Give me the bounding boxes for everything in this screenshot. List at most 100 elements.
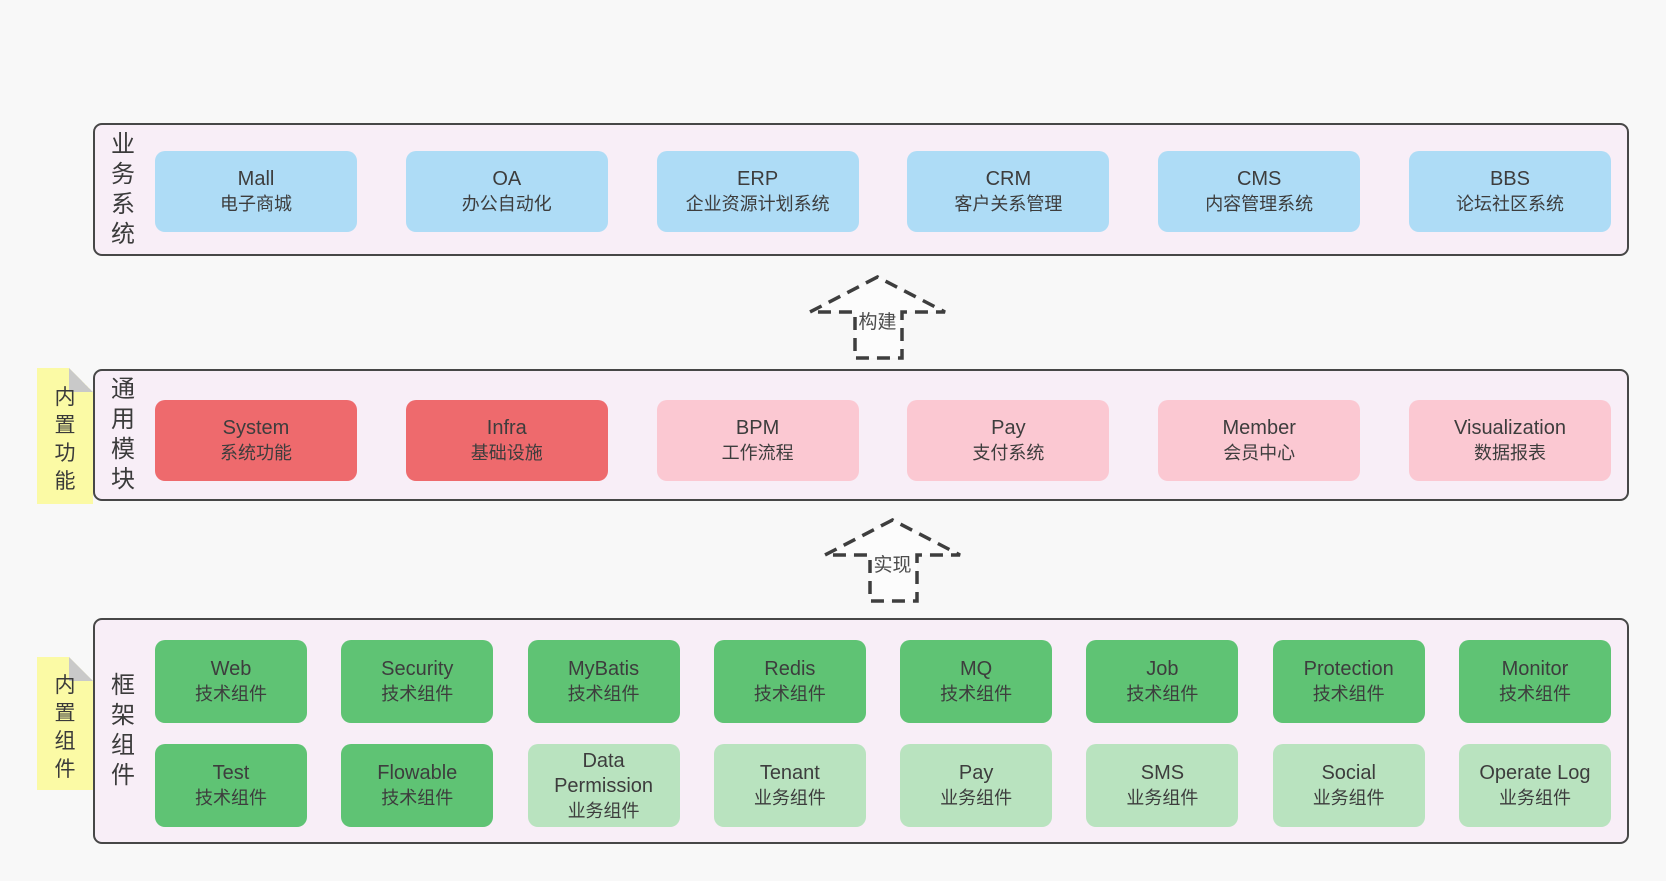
box-data-permission: Data Permission 业务组件 [527,744,680,827]
box-title: BBS [1489,168,1530,190]
box-operate-log: Operate Log 业务组件 [1458,744,1611,827]
box-bpm: BPM 工作流程 [656,400,859,481]
box-subtitle: 技术组件 [1312,684,1385,704]
box-subtitle: 技术组件 [753,684,826,704]
box-social: Social 业务组件 [1272,744,1425,827]
box-subtitle: 业务组件 [753,788,826,808]
sticky-tag-label: 内置功能 [54,386,76,493]
box-subtitle: 会员中心 [1223,443,1296,463]
box-pay-system: Pay 支付系统 [907,400,1110,481]
box-subtitle: 客户关系管理 [954,194,1063,214]
box-subtitle: 技术组件 [1498,684,1571,704]
box-subtitle: 技术组件 [381,788,454,808]
box-protection: Protection 技术组件 [1272,640,1425,723]
box-title: MQ [960,658,993,680]
box-title: Operate Log [1479,762,1591,784]
box-subtitle: 数据报表 [1473,443,1546,463]
box-title: CMS [1236,168,1282,190]
box-subtitle: 工作流程 [721,443,794,463]
sticky-tag-built-in-features: 内置功能 [37,368,93,504]
box-subtitle: 技术组件 [1126,684,1199,704]
layer-common-modules: 通用模块 System 系统功能 Infra 基础设施 BPM 工作流程 Pay… [93,369,1629,501]
box-mall: Mall 电子商城 [155,151,357,232]
box-subtitle: 业务组件 [1498,788,1571,808]
box-tenant: Tenant 业务组件 [713,744,866,827]
box-title: Infra [486,417,527,439]
box-subtitle: 论坛社区系统 [1455,194,1564,214]
sticky-tag-built-in-components: 内置组件 [37,657,93,790]
box-subtitle: 电子商城 [220,194,292,214]
box-title: Social [1321,762,1376,784]
box-title: Redis [764,658,816,680]
box-subtitle: 技术组件 [195,788,267,808]
box-title: CRM [985,168,1032,190]
box-bbs: BBS 论坛社区系统 [1408,151,1611,232]
box-infra: Infra 基础设施 [405,400,608,481]
box-title: Job [1146,658,1179,680]
box-pay-component: Pay 业务组件 [900,744,1053,827]
box-subtitle: 技术组件 [567,684,640,704]
box-subtitle: 业务组件 [940,788,1013,808]
box-security: Security 技术组件 [341,640,494,723]
build-arrow-label: 构建 [856,311,899,334]
box-title: ERP [737,168,779,190]
box-subtitle: 业务组件 [567,800,640,821]
box-oa: OA 办公自动化 [405,151,608,232]
box-title: BPM [735,417,780,439]
box-system: System 系统功能 [155,400,357,481]
implement-arrow: 实现 [822,518,963,604]
box-flowable: Flowable 技术组件 [341,744,494,827]
box-title: Pay [991,417,1026,439]
box-subtitle: 业务组件 [1126,788,1199,808]
build-arrow: 构建 [807,275,948,361]
box-test: Test 技术组件 [155,744,307,827]
box-mq: MQ 技术组件 [900,640,1053,723]
box-title: Tenant [759,762,820,784]
box-subtitle: 办公自动化 [461,194,552,214]
layer-label-business-systems: 业务系统 [111,130,135,248]
box-sms: SMS 业务组件 [1086,744,1239,827]
box-cms: CMS 内容管理系统 [1158,151,1361,232]
box-title: Monitor [1501,658,1569,680]
box-redis: Redis 技术组件 [713,640,866,723]
sticky-tag-label: 内置组件 [54,673,76,781]
layer-label-framework-components: 框架组件 [111,672,135,789]
box-title: MyBatis [568,658,640,680]
box-title: System [222,417,290,439]
box-title: Mall [237,168,275,190]
layer-framework-components: 框架组件 Web 技术组件 Security 技术组件 MyBatis 技术组件… [93,618,1629,844]
box-crm: CRM 客户关系管理 [907,151,1110,232]
biz-components-row: Test 技术组件 Flowable 技术组件 Data Permission … [155,744,1611,827]
box-subtitle: 系统功能 [220,443,292,463]
box-title: Test [212,762,250,784]
box-title: Web [210,658,252,680]
box-web: Web 技术组件 [155,640,307,723]
box-title: Flowable [377,762,458,784]
box-subtitle: 技术组件 [381,684,454,704]
box-mybatis: MyBatis 技术组件 [527,640,680,723]
layer-business-systems: 业务系统 Mall 电子商城 OA 办公自动化 ERP 企业资源计划系统 CRM… [93,123,1629,256]
implement-arrow-label: 实现 [871,554,914,577]
box-title: Member [1222,417,1296,439]
box-subtitle: 技术组件 [940,684,1013,704]
box-title: Protection [1303,658,1394,680]
box-subtitle: 基础设施 [470,443,543,463]
box-subtitle: 企业资源计划系统 [685,194,830,214]
box-subtitle: 支付系统 [972,443,1045,463]
box-visualization: Visualization 数据报表 [1408,400,1611,481]
box-member: Member 会员中心 [1158,400,1361,481]
business-systems-row: Mall 电子商城 OA 办公自动化 ERP 企业资源计划系统 CRM 客户关系… [155,151,1611,232]
box-title: Data Permission [554,749,654,797]
box-title: Pay [958,762,994,784]
box-monitor: Monitor 技术组件 [1458,640,1611,723]
tech-components-row: Web 技术组件 Security 技术组件 MyBatis 技术组件 Redi… [155,640,1611,723]
box-job: Job 技术组件 [1086,640,1239,723]
box-title: OA [492,168,522,190]
box-title: Visualization [1454,417,1566,439]
box-erp: ERP 企业资源计划系统 [656,151,859,232]
box-subtitle: 技术组件 [195,684,267,704]
box-subtitle: 业务组件 [1312,788,1385,808]
box-subtitle: 内容管理系统 [1205,194,1314,214]
box-title: Security [381,658,454,680]
